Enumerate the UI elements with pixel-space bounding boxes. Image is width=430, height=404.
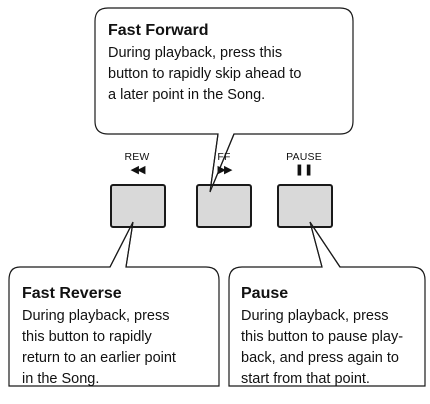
rew-leader-line [109,221,134,268]
pause-description: During playback, press this button to pa… [241,308,404,387]
pause-callout-bubble [228,221,426,387]
pause-leader-line [309,221,323,268]
pause-leader-line-2 [309,221,341,268]
fast-forward-icon: ▶▶ [217,164,233,176]
rew-leader-line-2 [125,221,134,268]
rew-label: REW [124,151,150,163]
pause-callout: Pause During playback, press this button… [241,283,426,390]
pause-icon: ❚❚ [294,164,314,176]
ff-button[interactable] [196,184,252,228]
fast-reverse-description: During playback, press this button to ra… [22,308,176,387]
fast-forward-description: During playback, press this button to ra… [108,45,302,103]
fast-forward-title: Fast Forward [108,22,209,39]
rewind-icon: ◀◀ [130,164,146,176]
pause-title: Pause [241,285,289,302]
fast-reverse-callout: Fast Reverse During playback, press this… [22,283,217,390]
fast-reverse-title: Fast Reverse [22,285,122,302]
ff-leader-line-2 [209,133,235,193]
pause-button[interactable] [277,184,333,228]
rew-button[interactable] [110,184,166,228]
pause-label: PAUSE [286,151,322,163]
fast-reverse-callout-bubble [8,221,220,387]
ff-leader-line [209,133,219,193]
fast-forward-callout: Fast Forward During playback, press this… [108,20,348,106]
